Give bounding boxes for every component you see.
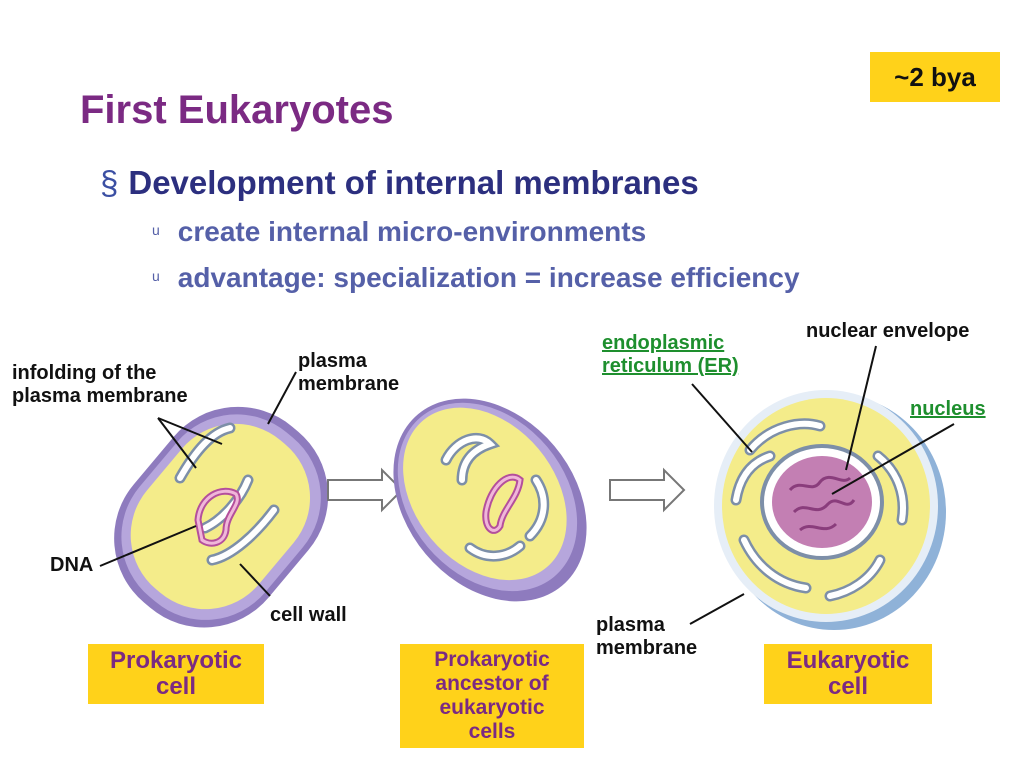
- caption-eukaryotic-line2: cell: [827, 673, 869, 700]
- caption-prokaryotic-line2: cell: [155, 673, 197, 700]
- label-plasma-membrane-bottom-line1: plasma: [596, 614, 665, 636]
- label-plasma-membrane-bottom: plasma membrane: [596, 614, 697, 660]
- ancestor-cell-illustration: [393, 398, 587, 602]
- label-plasma-membrane-top-line1: plasma: [298, 350, 367, 372]
- sub-bullet-text: create internal micro-environments: [177, 216, 647, 247]
- sub-bullet-2: u advantage: specialization = increase ef…: [152, 262, 800, 294]
- arrow-right-2: [609, 467, 686, 513]
- label-infolding-line2: plasma membrane: [12, 385, 188, 407]
- label-infolding: infolding of the plasma membrane: [12, 362, 188, 408]
- caption-eukaryotic-cell: Eukaryotic cell: [764, 644, 932, 704]
- label-cell-wall: cell wall: [270, 604, 347, 626]
- caption-prokaryotic-line1: Prokaryotic: [109, 647, 243, 674]
- label-plasma-membrane-bottom-line2: membrane: [596, 637, 698, 659]
- sub-bullet-text: advantage: specialization = increase eff…: [177, 262, 800, 293]
- label-plasma-membrane-top-line2: membrane: [298, 373, 400, 395]
- caption-ancestor-line3: eukaryotic: [439, 696, 545, 719]
- caption-ancestor-cell: Prokaryotic ancestor of eukaryotic cells: [400, 644, 584, 748]
- arrow-right-1: [327, 467, 404, 513]
- main-bullet-text: Development of internal membranes: [128, 164, 699, 201]
- slide-title: First Eukaryotes: [80, 88, 394, 132]
- label-infolding-line1: infolding of the: [12, 362, 157, 384]
- label-nuclear-envelope: nuclear envelope: [806, 320, 970, 342]
- main-bullet: §Development of internal membranes: [100, 164, 699, 202]
- label-er-line2: reticulum (ER): [602, 355, 739, 377]
- sub-bullet-marker: u: [152, 268, 160, 284]
- caption-ancestor-line4: cells: [468, 720, 516, 743]
- label-er-line1: endoplasmic: [602, 332, 725, 354]
- time-badge: ~2 bya: [870, 52, 1000, 102]
- label-dna: DNA: [50, 554, 94, 576]
- prokaryotic-cell-illustration: [114, 406, 329, 628]
- label-plasma-membrane-top: plasma membrane: [298, 350, 399, 396]
- caption-ancestor-line1: Prokaryotic: [434, 648, 550, 671]
- caption-eukaryotic-line1: Eukaryotic: [786, 647, 910, 674]
- sub-bullet-marker: u: [152, 222, 160, 238]
- label-er: endoplasmic reticulum (ER): [602, 332, 739, 378]
- bullet-marker: §: [100, 164, 119, 201]
- caption-prokaryotic-cell: Prokaryotic cell: [88, 644, 264, 704]
- label-nucleus: nucleus: [910, 398, 986, 420]
- caption-ancestor-line2: ancestor of: [435, 672, 549, 695]
- eukaryotic-cell-illustration: [714, 390, 946, 630]
- sub-bullet-1: u create internal micro-environments: [152, 216, 646, 248]
